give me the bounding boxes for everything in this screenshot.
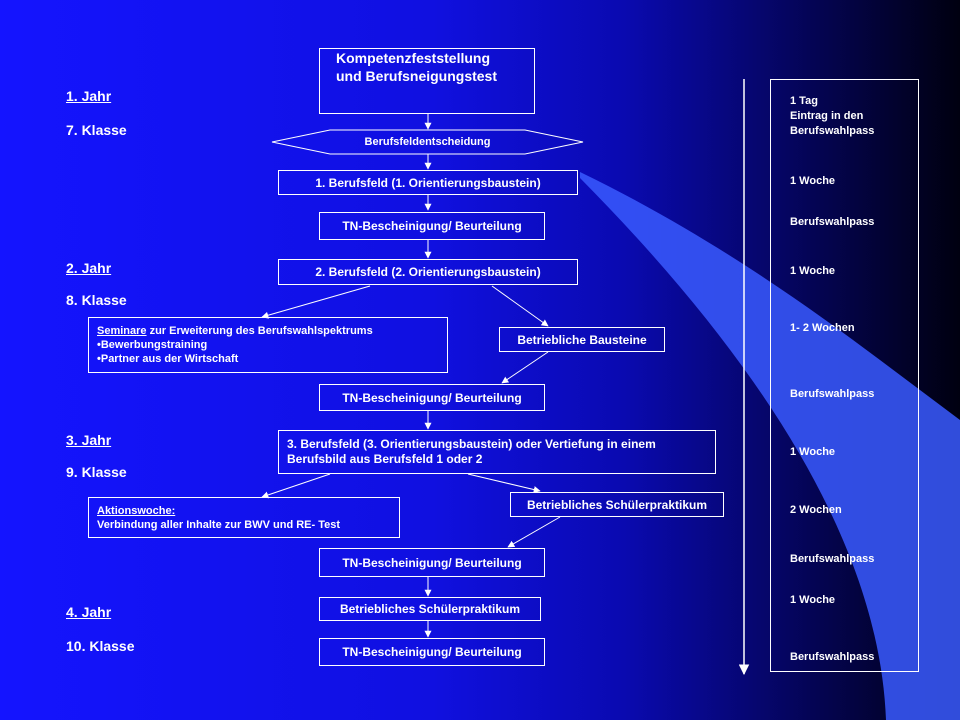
timeline-entry-3: Berufswahlpass [790, 216, 875, 228]
kompetenz-line1: Kompetenzfeststellung [336, 50, 491, 66]
class-label-4: 10. Klasse [66, 638, 135, 654]
arrow-feld2-seminare [261, 285, 371, 319]
feld1-box: 1. Berufsfeld (1. Orientierungsbaustein) [278, 170, 578, 195]
timeline-entry-line: 1 Tag [790, 95, 818, 107]
timeline-entry-4: 1 Woche [790, 265, 836, 277]
timeline-entry-2: 1 Woche [790, 175, 836, 187]
tn2-box: TN-Bescheinigung/ Beurteilung [319, 384, 545, 411]
timeline-entry-line: Berufswahlpass [790, 125, 875, 137]
tn1-box: TN-Bescheinigung/ Beurteilung [319, 212, 545, 240]
tn3-box: TN-Bescheinigung/ Beurteilung [319, 548, 545, 577]
timeline-entry-8: 2 Wochen [790, 504, 842, 516]
timeline-frame [770, 79, 919, 672]
seminare-title: Seminare zur Erweiterung des Berufswahls… [97, 324, 373, 338]
timeline-entry-line: Eintrag in den [790, 110, 864, 122]
kompetenz-line2: und Berufsneigungstest [336, 68, 498, 84]
aktionswoche-title: Aktionswoche: [97, 504, 176, 517]
arrow-feld2-bausteine [491, 285, 549, 327]
timeline-entry-6: Berufswahlpass [790, 388, 875, 400]
class-label-2: 8. Klasse [66, 292, 127, 308]
seminare-item-2: •Partner aus der Wirtschaft [97, 353, 239, 365]
kompetenz-box: Kompetenzfeststellung und Berufsneigungs… [319, 48, 535, 114]
tn4-box: TN-Bescheinigung/ Beurteilung [319, 638, 545, 666]
aktionswoche-box: Aktionswoche: Verbindung aller Inhalte z… [88, 497, 400, 538]
class-label-3: 9. Klasse [66, 464, 127, 480]
timeline-entry-5: 1- 2 Wochen [790, 322, 855, 334]
year-label-1: 1. Jahr [66, 88, 112, 104]
timeline-entry-1: 1 Tag Eintrag in den Berufswahlpass [790, 94, 874, 139]
aktionswoche-line2: Verbindung aller Inhalte zur BWV und RE-… [97, 518, 341, 531]
year-label-4: 4. Jahr [66, 604, 112, 620]
year-label-3: 3. Jahr [66, 432, 112, 448]
class-label-text: 7. Klasse [66, 122, 127, 138]
seminare-item-1: •Bewerbungstraining [97, 339, 208, 351]
class-label-1: 7. Klasse [66, 122, 127, 138]
timeline-entry-11: Berufswahlpass [790, 651, 875, 663]
feld3-line2: Berufsbild aus Berufsfeld 1 oder 2 [287, 452, 483, 466]
seminare-box: Seminare zur Erweiterung des Berufswahls… [88, 317, 448, 373]
feld2-box: 2. Berufsfeld (2. Orientierungsbaustein) [278, 259, 578, 285]
feld3-box: 3. Berufsfeld (3. Orientierungsbaustein)… [278, 430, 716, 474]
class-label-text: 8. Klasse [66, 292, 127, 308]
praktikum1-box: Betriebliches Schülerpraktikum [510, 492, 724, 517]
seminare-title-rest: zur Erweiterung des Berufswahlspektrums [146, 325, 373, 337]
arrow-praktikum-tn3 [507, 516, 561, 548]
arrow-feld3-praktikum [467, 473, 541, 493]
decision-label: Berufsfeldentscheidung [364, 136, 491, 148]
class-label-text: 10. Klasse [66, 638, 135, 654]
praktikum2-box: Betriebliches Schülerpraktikum [319, 597, 541, 621]
timeline-entry-10: 1 Woche [790, 594, 836, 606]
timeline-entry-7: 1 Woche [790, 446, 836, 458]
class-label-text: 9. Klasse [66, 464, 127, 480]
timeline-entry-9: Berufswahlpass [790, 553, 875, 565]
arrow-feld3-aktionswoche [261, 473, 331, 499]
seminare-title-underlined: Seminare [97, 325, 147, 337]
decision-shape [271, 129, 584, 155]
year-label-2: 2. Jahr [66, 260, 112, 276]
arrow-bausteine-tn2 [501, 351, 549, 384]
decorative-ribbon [580, 172, 960, 720]
betriebliche-bausteine-box: Betriebliche Bausteine [499, 327, 665, 352]
feld3-line1: 3. Berufsfeld (3. Orientierungsbaustein)… [287, 437, 656, 451]
